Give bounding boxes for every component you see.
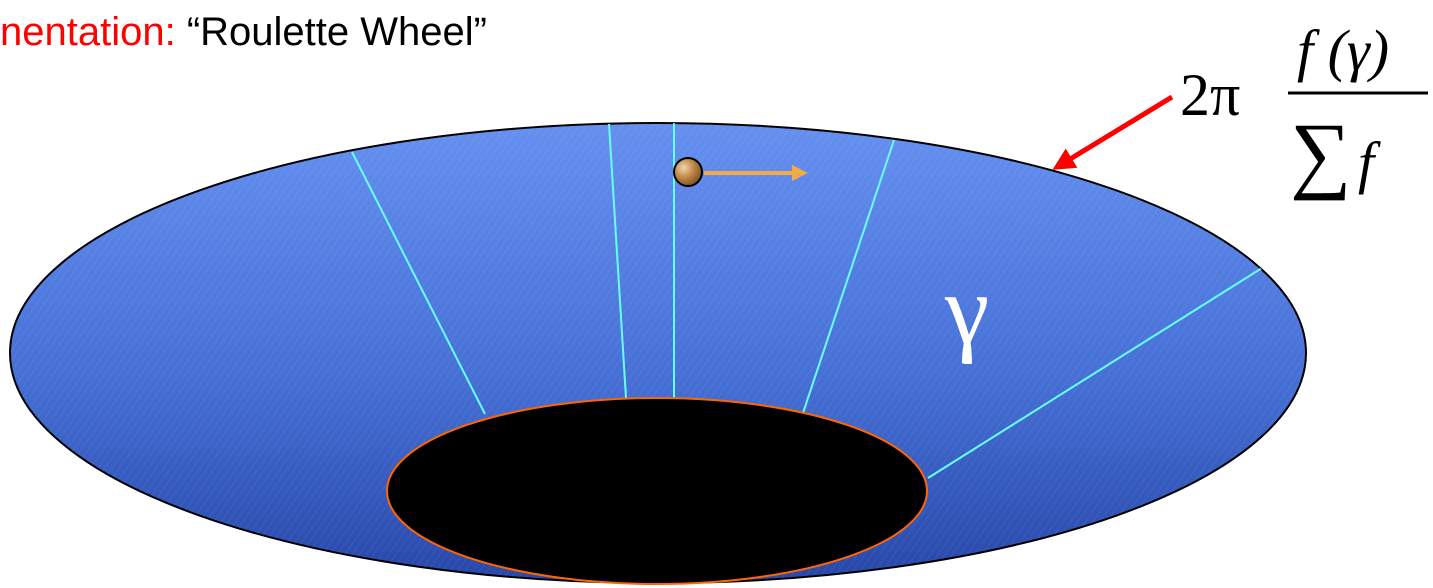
formula-coefficient: 2π xyxy=(1180,62,1240,128)
wheel-center-hole xyxy=(387,398,927,584)
formula-denominator-var: f xyxy=(1358,130,1381,195)
roulette-ball xyxy=(674,158,702,186)
formula-numerator: f (γ) xyxy=(1297,18,1389,83)
formula-sum-symbol: ∑ xyxy=(1290,105,1351,201)
sector-angle-formula: 2π f (γ) ∑ f xyxy=(1180,18,1428,201)
pointer-arrow xyxy=(1062,97,1172,164)
wheel-segment-label: γ xyxy=(944,254,989,365)
